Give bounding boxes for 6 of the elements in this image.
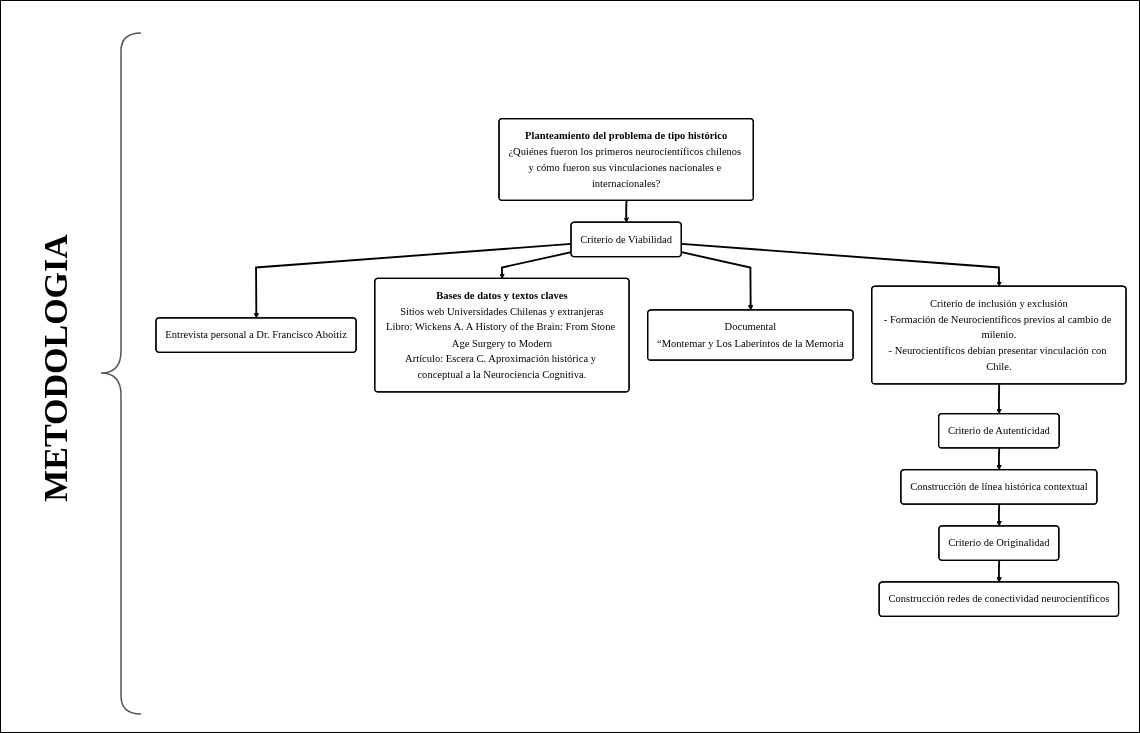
arrow [623, 199, 630, 223]
side-label: METODOLOGIA [37, 233, 75, 502]
arrow [996, 447, 1002, 471]
arrow [996, 559, 1002, 583]
arrow [996, 383, 1002, 415]
arrow [996, 503, 1002, 527]
